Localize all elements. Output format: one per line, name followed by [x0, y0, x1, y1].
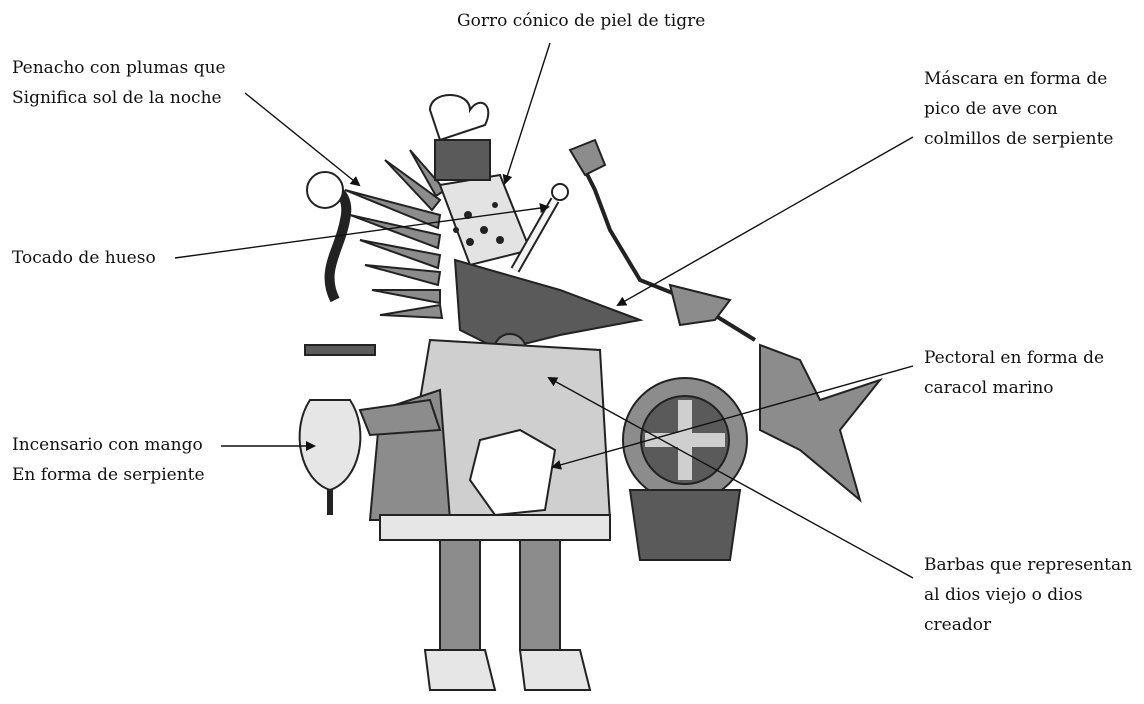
left-foot [425, 650, 495, 690]
skirt-fringe [380, 515, 610, 540]
right-leg [520, 540, 560, 650]
left-arm [360, 400, 440, 435]
shield-fringe [630, 490, 740, 560]
quetzalcoatl-figure-illustration [300, 95, 880, 690]
handle-bar [305, 345, 375, 355]
right-foot [520, 650, 590, 690]
feather-headdress [345, 150, 445, 318]
hat-crown-ornament [430, 95, 488, 140]
left-leg [440, 540, 480, 650]
hummingbird [760, 345, 880, 500]
arrow-penacho [245, 93, 359, 185]
incense-bag [300, 400, 361, 490]
arrow-gorro [505, 43, 550, 183]
staff-top [570, 140, 605, 175]
bird-beak-mask [455, 260, 640, 350]
arrow-mascara [618, 137, 913, 305]
hat-band [435, 140, 490, 180]
